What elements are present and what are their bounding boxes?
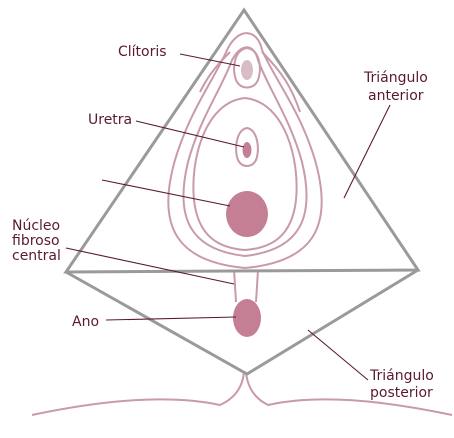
ano-leader [106,317,236,320]
label-clitoris: Clítoris [118,44,167,60]
perineal-body-right [256,270,258,302]
label-nucleo-line1: Núcleo [12,218,60,234]
label-tri-ant-line2: anterior [368,88,424,104]
clitoris-glans [241,60,253,80]
nucleo-leader [66,248,234,284]
tri-ant-leader [344,105,390,198]
perineal-body-left [234,270,236,302]
label-tri-ant-line1: Triángulo [363,70,428,86]
label-nucleo-line3: central [12,248,61,264]
vaginal-opening [226,191,268,237]
label-tri-post-line1: Triángulo [369,368,434,384]
label-tri-post-line2: posterior [370,385,433,401]
buttock-left-curve [32,372,244,415]
urethra-opening [243,142,252,158]
tri-post-leader [308,330,368,380]
anus [233,299,261,337]
label-nucleo-line2: fibroso [12,233,60,249]
label-ano: Ano [72,314,99,330]
label-uretra: Uretra [88,112,132,128]
